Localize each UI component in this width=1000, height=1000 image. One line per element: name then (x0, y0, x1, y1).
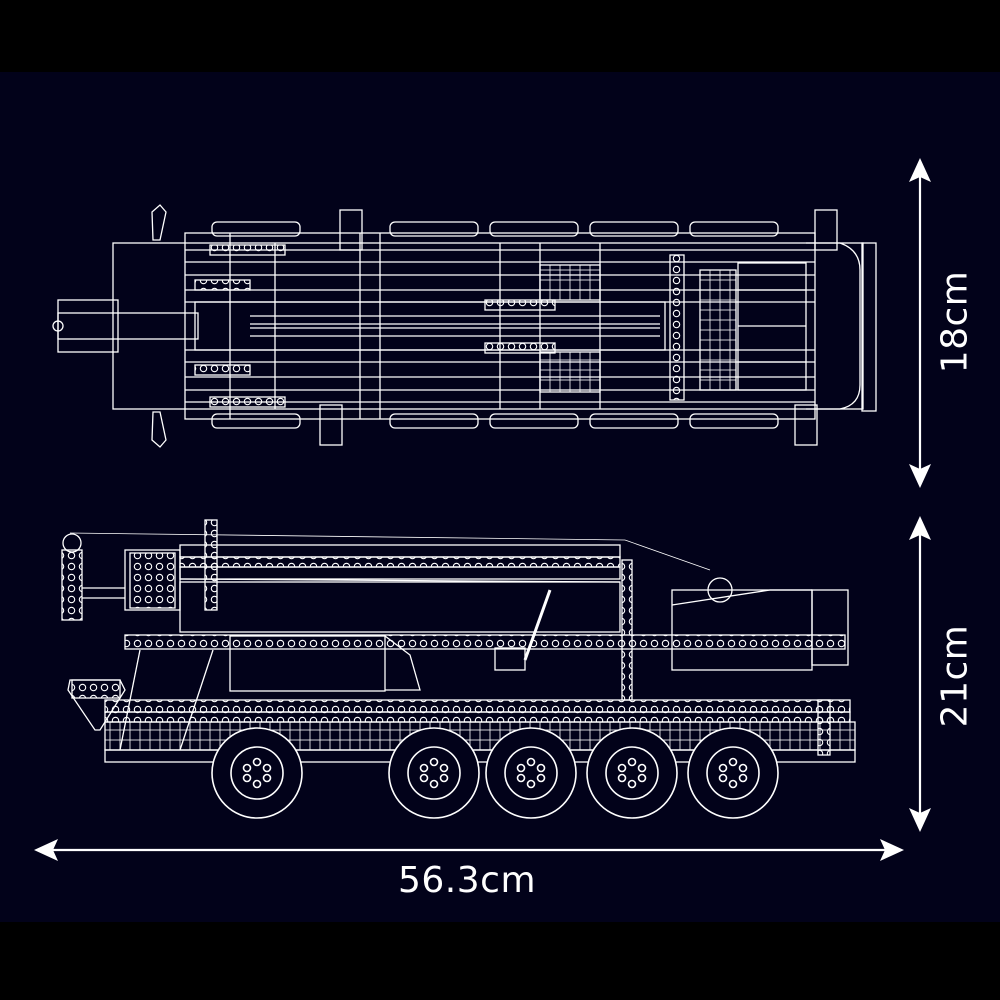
dimension-arrow-length (34, 839, 904, 861)
wheel-1 (211, 727, 303, 819)
wheel-2 (388, 727, 480, 819)
top-black-band (0, 0, 1000, 72)
wheel-4 (586, 727, 678, 819)
dimension-arrow-width (909, 158, 931, 488)
bottom-black-band (0, 922, 1000, 1000)
height-dimension-label: 21cm (934, 624, 976, 728)
wheel-5 (687, 727, 779, 819)
side-view-wheels (211, 727, 779, 819)
dimension-arrow-height (909, 516, 931, 832)
wheel-3 (485, 727, 577, 819)
top-view-tires (211, 221, 779, 429)
length-dimension-label: 56.3cm (398, 860, 537, 901)
side-view (61, 519, 856, 763)
width-dimension-label: 18cm (934, 270, 976, 374)
top-view (52, 204, 877, 448)
